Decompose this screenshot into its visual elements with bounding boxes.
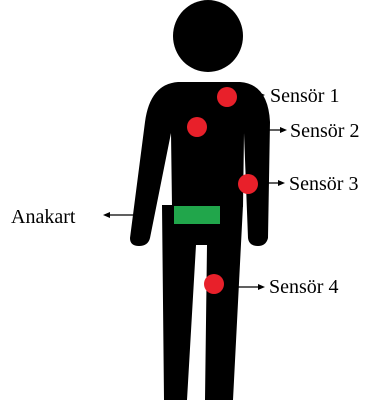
legs [162, 205, 243, 400]
sensor-2-label: Sensör 2 [290, 120, 359, 142]
sensor-3-label: Sensör 3 [289, 173, 358, 195]
human-silhouette [130, 0, 270, 400]
board-rect [174, 206, 220, 224]
sensor-2-dot [187, 117, 207, 137]
sensor-4-dot [204, 274, 224, 294]
sensor-3-dot [238, 174, 258, 194]
head [173, 0, 243, 72]
board-label: Anakart [11, 206, 76, 228]
sensor-1-dot [217, 87, 237, 107]
sensor-1-label: Sensör 1 [270, 85, 339, 107]
sensor-4-label: Sensör 4 [269, 276, 338, 298]
